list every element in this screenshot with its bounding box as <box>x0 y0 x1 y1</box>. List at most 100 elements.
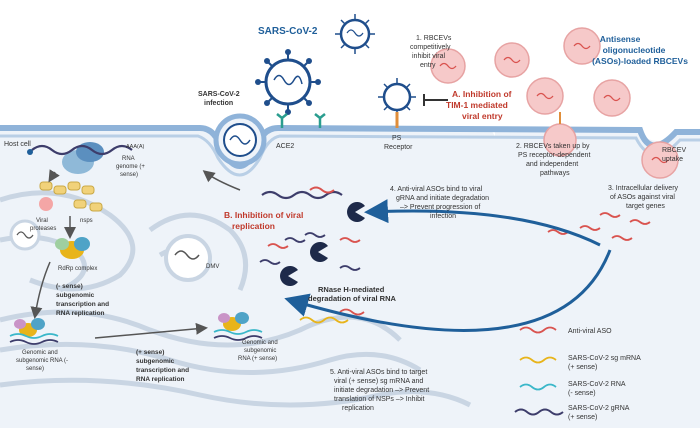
rbcev-aso-strands <box>439 42 669 164</box>
nsp-polyprotein <box>39 181 103 212</box>
step4-label-4: infection <box>430 213 456 220</box>
polya-label: AAA(A) <box>126 144 145 150</box>
plus-sense-label-1: (+ sense) <box>136 349 164 356</box>
plus-sense-label-3: transcription and <box>136 367 189 374</box>
infection-label-1: SARS-CoV-2 <box>198 91 240 98</box>
cap-icon <box>27 149 33 155</box>
inhibition-b-2: replication <box>232 221 275 231</box>
step2-label-1: 2. RBCEVs taken up by <box>516 143 590 150</box>
minus-sense-label-4: RNA replication <box>56 310 105 317</box>
step1-label-2: competitively <box>410 44 451 51</box>
dmv-label: DMV <box>206 264 219 270</box>
step4-label-3: –> Prevent progression of <box>400 204 480 211</box>
inhibition-b-1: B. Inhibition of viral <box>224 210 303 220</box>
legend-label-grna-1: SARS-CoV-2 gRNA <box>568 405 630 412</box>
rnase-label-2: degradation of viral RNA <box>308 294 397 303</box>
step1-label-3: inhibit viral <box>412 53 446 60</box>
rbcev-uptake-label-2: uptake <box>662 156 683 163</box>
legend-swatch-aso <box>519 326 557 334</box>
minus-sense-label-2: subgenomic <box>56 292 95 299</box>
step4-label-2: gRNA and initiate degradation <box>396 195 489 202</box>
rbcev-uptake-label-1: RBCEV <box>662 147 686 154</box>
step5-label-4: translation of NSPs –> Inhibit <box>334 396 425 403</box>
step2-label-2: PS receptor-dependent <box>518 152 590 159</box>
rdrp-complex-icon <box>55 237 90 259</box>
legend-label-grna-2: (+ sense) <box>568 414 597 421</box>
step5-label-3: initiate degradation –> Prevent <box>334 387 429 394</box>
aso-title-2: oligonucleotide <box>603 45 666 55</box>
minus-sense-label-1: (- sense) <box>56 283 83 290</box>
legend-label-aso: Anti-viral ASO <box>568 328 612 335</box>
rna-fragments <box>259 232 365 324</box>
dmv-vesicle <box>164 234 212 282</box>
viral-proteases-label-1: Viral <box>36 218 48 224</box>
host-cell-cytoplasm <box>0 128 700 428</box>
rbcev-membrane-fusing <box>543 112 577 157</box>
aso-title-1: Antisense <box>600 34 641 44</box>
legend-swatch-sgmrna <box>519 356 557 364</box>
virus-icon-ps <box>378 78 416 116</box>
infection-label-2: infection <box>204 100 233 107</box>
virus-label: SARS-CoV-2 <box>258 26 318 37</box>
grna-target <box>261 190 343 200</box>
legend-swatch-grna <box>514 408 564 416</box>
rnase-label-1: RNase H-mediated <box>318 285 385 294</box>
step3-label-3: target genes <box>626 203 665 210</box>
step5-label-1: 5. Anti-viral ASOs bind to target <box>330 369 427 376</box>
ace2-label: ACE2 <box>276 143 294 150</box>
replication-complex-2 <box>213 312 263 341</box>
step3-label-1: 3. Intracellular delivery <box>608 185 679 192</box>
step1-label-4: entry <box>420 62 436 69</box>
protease-icon <box>39 197 53 211</box>
virus-icon <box>255 49 321 115</box>
legend-label-sgmrna-1: SARS-CoV-2 sg mRNA <box>568 355 641 362</box>
plus-sense-label-2: subgenomic <box>136 358 175 365</box>
genomic-plus-label-3: RNA (+ sense) <box>238 356 277 362</box>
inhibition-bar <box>423 94 448 106</box>
step5-label-5: replication <box>342 405 374 412</box>
inhibition-a-3: viral entry <box>462 111 503 121</box>
legend <box>514 326 564 416</box>
genomic-plus-label-1: Genomic and <box>242 340 278 346</box>
aso-title-3: (ASOs)-loaded RBCEVs <box>592 56 688 66</box>
genomic-minus-label-3: sense) <box>26 366 44 372</box>
ps-receptor-label-1: PS <box>392 135 402 142</box>
step2-label-4: pathways <box>540 170 570 177</box>
rna-genome-label-3: sense) <box>120 172 138 178</box>
plus-sense-label-4: RNA replication <box>136 376 185 383</box>
viral-proteases-label-2: proteases <box>30 226 56 232</box>
rdrp-label: RdRp complex <box>58 266 97 272</box>
step5-label-2: viral (+ sense) sg mRNA and <box>334 378 423 385</box>
rnase-h-icon <box>280 202 365 286</box>
nsps-label: nsps <box>80 218 93 224</box>
step4-label-1: 4. Anti-viral ASOs bind to viral <box>390 186 483 193</box>
inhibition-a-1: A. Inhibition of <box>452 89 512 99</box>
legend-swatch-minus-rna <box>519 383 557 391</box>
aso-bound <box>309 186 335 194</box>
free-asos <box>547 212 651 241</box>
step3-label-2: of ASOs against viral <box>610 194 675 201</box>
genomic-minus-label-1: Genomic and <box>22 350 58 356</box>
rna-genome-label-2: genome (+ <box>116 164 145 170</box>
genomic-minus-label-2: subgenomic RNA (- <box>16 358 68 364</box>
host-cell-label: Host cell <box>4 141 31 148</box>
delivery-arrows <box>284 199 612 332</box>
minus-sense-label-3: transcription and <box>56 301 109 308</box>
step1-label-1: 1. RBCEVs <box>416 35 452 42</box>
endosome <box>213 113 267 167</box>
ace2-receptor <box>276 113 326 128</box>
genomic-rna-strand <box>31 144 133 156</box>
inhibition-a-2: TIM-1 mediated <box>446 100 508 110</box>
virus-icon-small <box>335 14 375 54</box>
legend-label-sgmrna-2: (+ sense) <box>568 364 597 371</box>
genomic-plus-label-2: subgenomic <box>244 348 276 354</box>
replication-complex-1 <box>9 318 59 345</box>
dmv-vesicle-2 <box>9 219 41 251</box>
legend-label-minus-2: (- sense) <box>568 390 596 397</box>
rna-genome-label-1: RNA <box>122 156 135 162</box>
process-arrows <box>30 169 241 339</box>
step2-label-3: and independent <box>526 161 578 168</box>
legend-label-minus-1: SARS-CoV-2 RNA <box>568 381 626 388</box>
